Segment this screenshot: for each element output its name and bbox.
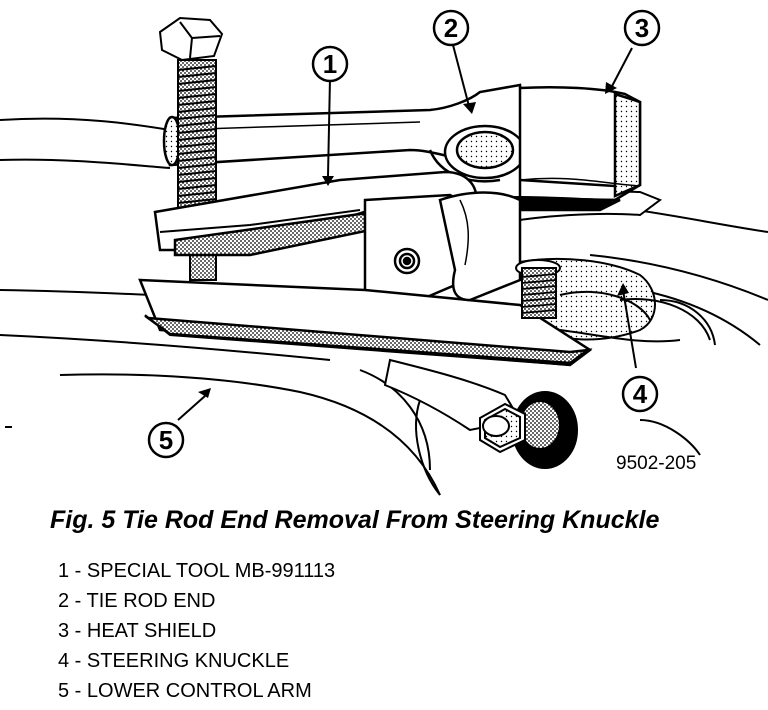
callout-5: 5 [147,421,185,459]
bolt-thread-line [177,149,217,155]
special-tool [138,170,593,367]
bolt-thread-line [177,170,217,176]
callout-2: 2 [432,9,470,47]
legend-item: 3 - HEAT SHIELD [58,620,217,642]
stud-thread-line [521,285,557,290]
heat-shield [468,86,642,212]
legend-item: 1 - SPECIAL TOOL MB-991113 [58,560,336,582]
leader-lines [177,44,701,456]
tie-rod-removal-illustration: 1 2 3 4 5 9502-205 [0,9,768,496]
stud-thread-line [521,273,557,278]
stud-thread-line [521,297,557,302]
bolt-thread-line [177,72,217,78]
svg-text:2: 2 [444,13,458,43]
svg-text:3: 3 [635,13,649,43]
callout-1: 1 [311,45,349,83]
bolt-thread-line [177,107,217,113]
bolt-thread-line [177,121,217,127]
bolt-thread-line [177,65,217,71]
stud-thread-line [521,279,557,284]
stud-thread-line [521,291,557,296]
tie-rod-end [162,83,527,183]
bolt-thread-line [177,184,217,190]
svg-text:1: 1 [323,49,337,79]
bolt-thread-line [177,163,217,169]
callout-3: 3 [623,9,661,47]
bolt-thread-line [177,142,217,148]
stud-thread-line [521,309,557,314]
legend-item: 4 - STEERING KNUCKLE [58,650,290,672]
bolt-thread-line [177,128,217,134]
parts-legend: 1 - SPECIAL TOOL MB-991113 2 - TIE ROD E… [58,556,335,706]
figure-reference-code: 9502-205 [616,453,696,474]
bolt-thread-line [177,100,217,106]
stud-threads [521,273,557,314]
bolt-thread-line [177,93,217,99]
bolt-thread-line [177,135,217,141]
callout-4: 4 [621,375,659,413]
ball-stud [515,259,561,319]
bolt-thread-line [177,198,217,204]
lower-control-arm [383,358,578,469]
leader-arrowheads [198,82,629,398]
stud-thread-line [521,303,557,308]
bolt-thread-line [177,191,217,197]
bolt-thread-line [177,86,217,92]
bolt-thread-line [177,79,217,85]
bolt-thread-line [177,177,217,183]
legend-item: 5 - LOWER CONTROL ARM [58,680,312,702]
svg-text:5: 5 [159,425,173,455]
figure-caption: Fig. 5 Tie Rod End Removal From Steering… [50,506,660,534]
svg-text:4: 4 [633,379,648,409]
legend-item: 2 - TIE ROD END [58,590,216,612]
bolt-thread-line [177,156,217,162]
bolt-thread-line [177,114,217,120]
